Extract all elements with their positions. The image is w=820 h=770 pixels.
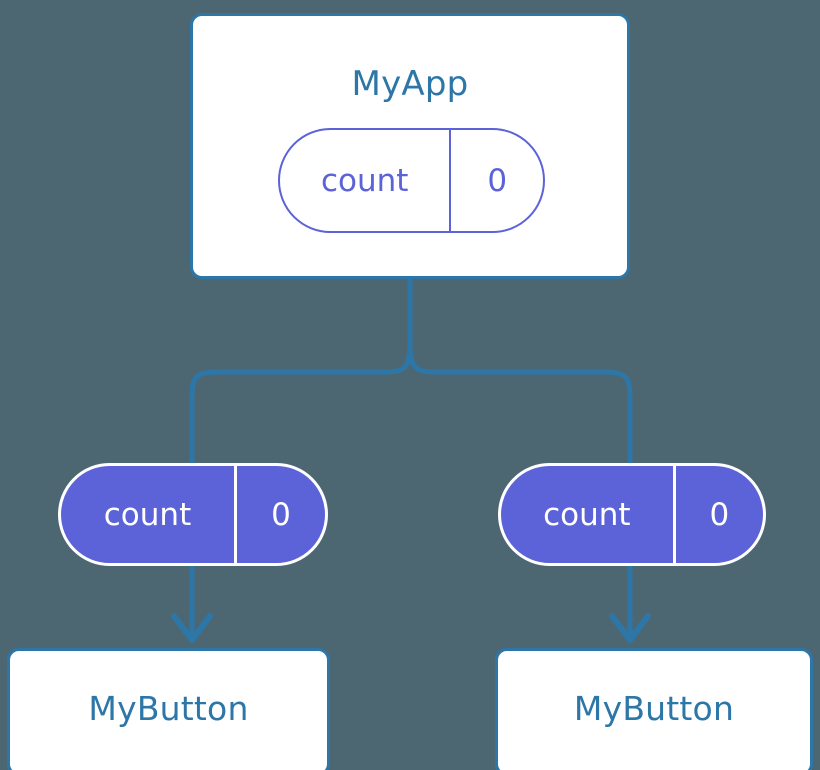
state-pill-myapp-key: count — [280, 130, 452, 231]
prop-pill-right-count[interactable]: count 0 — [498, 463, 766, 566]
component-mybutton-right-title: MyButton — [573, 689, 735, 728]
prop-pill-left-value: 0 — [271, 496, 291, 533]
state-pill-myapp-value: 0 — [487, 162, 508, 199]
component-mybutton-left[interactable]: MyButton — [7, 648, 330, 770]
component-myapp-title: MyApp — [351, 64, 469, 104]
prop-pill-right-key: count — [501, 466, 676, 563]
state-pill-myapp-count[interactable]: count 0 — [278, 128, 545, 233]
arrow-head-right — [609, 613, 651, 643]
prop-pill-left-count[interactable]: count 0 — [58, 463, 328, 566]
connector-branch-right — [407, 342, 633, 470]
prop-pill-left-key: count — [61, 466, 238, 563]
arrow-head-left — [171, 613, 213, 643]
connector-branch-left — [189, 342, 413, 470]
component-mybutton-right[interactable]: MyButton — [495, 648, 813, 770]
component-mybutton-left-title: MyButton — [88, 689, 249, 728]
prop-pill-right-value: 0 — [709, 496, 730, 533]
